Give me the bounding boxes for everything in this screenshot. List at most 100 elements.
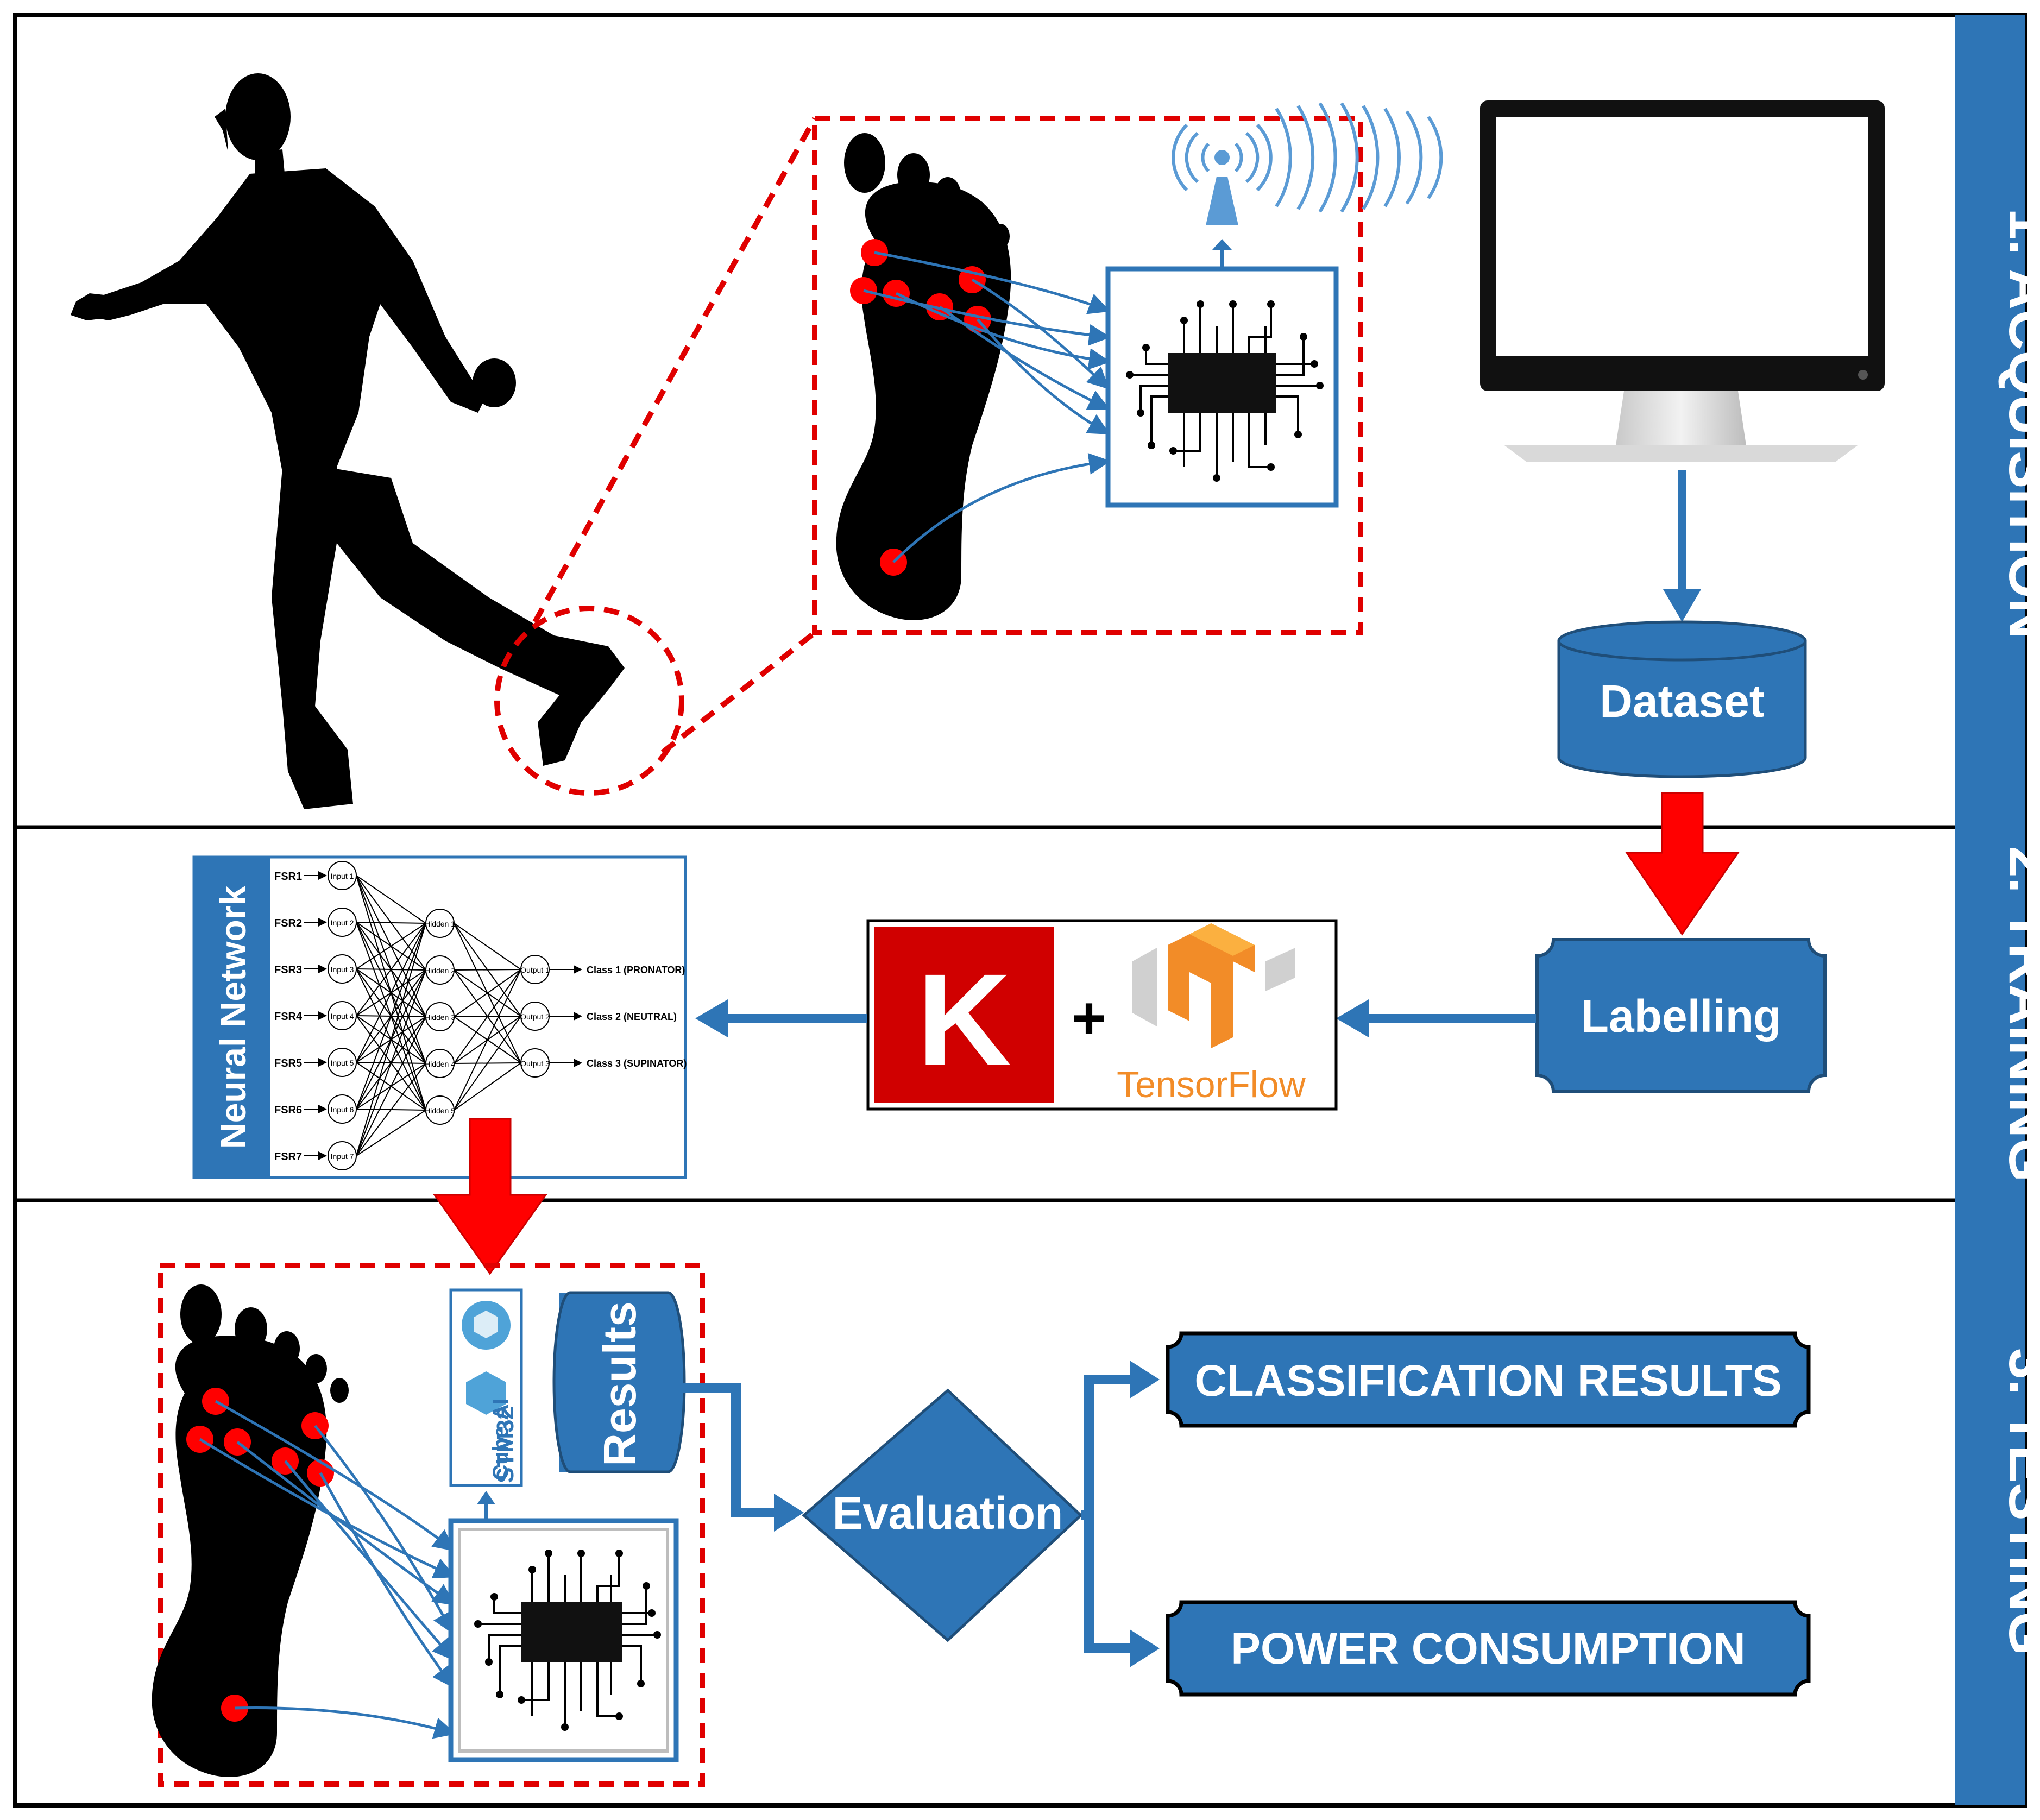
insole-zoom-box <box>812 116 1363 635</box>
cubeai-label: Cube.AI <box>489 1398 513 1480</box>
nn-hidden-node <box>425 1095 455 1125</box>
computer-monitor-icon <box>1480 100 1885 462</box>
nn-input-node-label: Input 1 <box>331 872 354 880</box>
zoom-line-bottom <box>660 631 817 754</box>
neural-network-title-bar <box>194 857 270 1177</box>
evaluation-diamond <box>802 1388 1083 1642</box>
nn-hidden-node <box>425 955 455 985</box>
embedded-system-box <box>158 1263 705 1787</box>
nn-connection <box>454 969 521 1064</box>
nn-connection <box>356 923 426 1156</box>
nn-input-node-label: Input 4 <box>331 1012 354 1021</box>
nn-hidden-node-label: Hidden 1 <box>425 920 455 928</box>
zoom-line-top <box>532 117 817 624</box>
nn-input-node <box>328 954 357 984</box>
dataset-database-cylinder <box>1557 620 1807 778</box>
nn-fsr-label: FSR6 <box>274 1104 302 1116</box>
section-label-acquisition: 1. ACQUISITION <box>1997 208 2040 639</box>
evaluation-to-power-arrow <box>1084 1515 1132 1653</box>
nn-input-node <box>328 908 357 937</box>
red-arrow-dataset-to-labelling <box>1625 792 1740 936</box>
foot-highlight-circle <box>494 606 684 796</box>
section-label-testing: 3. TESTING <box>1997 1348 2040 1655</box>
nn-fsr-label: FSR3 <box>274 964 302 976</box>
microcontroller-chip-bottom <box>448 1518 679 1762</box>
nn-connection <box>454 969 521 1111</box>
nn-output-node-label: Output 1 <box>520 966 550 974</box>
nn-connection <box>454 1016 521 1111</box>
power-consumption-label: POWER CONSUMPTION <box>1231 1624 1746 1673</box>
nn-input-node <box>328 1141 357 1170</box>
nn-connection <box>454 969 521 971</box>
results-database-cylinder <box>552 1291 686 1473</box>
nn-connection <box>454 923 521 970</box>
classification-results-box <box>1166 1331 1811 1428</box>
nn-output-node-label: Output 2 <box>520 1012 550 1021</box>
nn-class-label: Class 1 (PRONATOR) <box>587 965 685 975</box>
nn-hidden-node <box>425 909 455 938</box>
nn-connection <box>356 923 426 969</box>
nn-connection <box>356 969 426 1156</box>
nn-connection <box>454 969 521 1017</box>
plus-sign: + <box>1072 985 1106 1051</box>
nn-hidden-node-label: Hidden 5 <box>425 1106 455 1115</box>
nn-fsr-label: FSR2 <box>274 917 302 929</box>
nn-hidden-node-label: Hidden 4 <box>425 1060 455 1068</box>
evaluation-to-classification-arrow <box>1081 1375 1132 1520</box>
section-sidebar <box>1955 15 2025 1805</box>
results-label: Results <box>594 1301 645 1466</box>
nn-input-node <box>328 1048 357 1077</box>
nn-hidden-node <box>425 1049 455 1078</box>
microcontroller-chip-top <box>1105 266 1339 508</box>
nn-connection <box>356 1016 426 1156</box>
nn-input-node <box>328 1001 357 1030</box>
nn-connection <box>356 923 426 1016</box>
power-consumption-box <box>1166 1600 1811 1697</box>
wireless-antenna-icon <box>1172 102 1443 225</box>
nn-fsr-label: FSR4 <box>274 1011 303 1023</box>
nn-input-node-label: Input 6 <box>331 1105 354 1114</box>
red-arrow-nn-to-testing <box>433 1118 547 1275</box>
classification-results-label: CLASSIFICATION RESULTS <box>1194 1356 1781 1406</box>
walking-person-silhouette <box>71 73 625 809</box>
nn-input-node-label: Input 3 <box>331 965 354 974</box>
nn-fsr-label: FSR7 <box>274 1151 302 1163</box>
keras-letter: K <box>917 947 1011 1092</box>
nn-hidden-node-label: Hidden 3 <box>425 1013 455 1022</box>
nn-input-node-label: Input 5 <box>331 1059 354 1067</box>
nn-connection <box>356 1110 426 1156</box>
footprint-insole-top <box>836 133 1011 620</box>
nn-connection <box>356 923 426 1110</box>
nn-fsr-label: FSR1 <box>274 871 302 883</box>
nn-output-node-label: Output 3 <box>520 1059 550 1068</box>
results-to-evaluation-arrow <box>682 1383 777 1517</box>
dataset-label: Dataset <box>1600 676 1764 727</box>
nn-fsr-label: FSR5 <box>274 1057 302 1069</box>
labelling-box <box>1535 938 1827 1093</box>
nn-connection <box>356 923 426 1063</box>
stm32-label: STM32 <box>492 1406 519 1483</box>
neural-network-title: Neural Network <box>213 886 253 1149</box>
nn-class-label: Class 3 (SUPINATOR) <box>587 1058 687 1069</box>
footprint-insole-bottom <box>152 1284 349 1777</box>
keras-logo <box>874 927 1054 1103</box>
nn-class-label: Class 2 (NEUTRAL) <box>587 1011 677 1022</box>
nn-connection <box>356 1063 426 1156</box>
section-label-training: 2. TRAINING <box>1997 846 2040 1182</box>
nn-hidden-node-label: Hidden 2 <box>425 966 455 975</box>
labelling-label: Labelling <box>1581 991 1781 1042</box>
nn-hidden-node <box>425 1002 455 1031</box>
evaluation-label: Evaluation <box>833 1488 1063 1539</box>
tensorflow-icon <box>1132 923 1295 1048</box>
nn-input-node <box>328 861 357 890</box>
nn-input-node-label: Input 7 <box>331 1152 354 1161</box>
nn-connection <box>356 922 426 924</box>
nn-connection <box>356 875 426 924</box>
tensorflow-label: TensorFlow <box>1117 1064 1306 1105</box>
sensor-wires-top <box>863 251 1111 563</box>
nn-connection <box>454 1062 521 1111</box>
sensor-wires-bottom <box>199 1400 456 1739</box>
stm32-cube-icon-2 <box>466 1371 506 1415</box>
